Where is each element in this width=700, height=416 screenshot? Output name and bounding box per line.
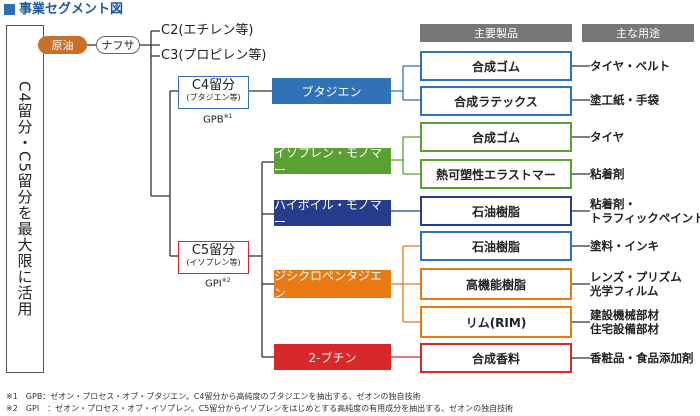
intermediate-isoprene: イソプレン・モノマー — [274, 146, 391, 177]
side-label: C4留分・C5留分を最大限に活用 — [15, 80, 34, 318]
product-synthetic-latex: 合成ラテックス — [420, 86, 572, 116]
product-synthetic-rubber-1: 合成ゴム — [420, 51, 572, 81]
fraction-c4-box: C4留分 (ブタジエン等) — [178, 76, 249, 109]
intermediate-dcpd: ジシクロペンタジエン — [274, 269, 391, 300]
intermediate-butyne: 2-ブチン — [274, 344, 391, 370]
use-adhesives-traffic-paint: 粘着剤・ トラフィックペイント — [590, 197, 700, 225]
intermediate-hipolymer: ハイポイル・モノマー — [274, 198, 391, 229]
use-construction-housing-parts: 建設機械部材 住宅設備部材 — [590, 308, 659, 336]
use-paints-inks: 塗料・インキ — [590, 239, 659, 253]
fraction-c5-box: C5留分 (イソプレン等) — [178, 241, 249, 274]
side-label-box: C4留分・C5留分を最大限に活用 — [6, 25, 44, 373]
fraction-c3: C3(プロピレン等) — [161, 48, 267, 63]
product-high-performance-resin: 高機能樹脂 — [420, 268, 572, 300]
use-adhesives: 粘着剤 — [590, 167, 625, 181]
product-synthetic-fragrance: 合成香料 — [420, 343, 572, 373]
product-synthetic-rubber-2: 合成ゴム — [420, 122, 572, 152]
fraction-c5-name: C5留分 — [191, 243, 236, 258]
gpi-label: GPI※2 — [205, 277, 231, 290]
header-products: 主要製品 — [420, 24, 572, 42]
product-petroleum-resin-2: 石油樹脂 — [420, 231, 572, 261]
page-title: 事業セグメント図 — [19, 2, 124, 17]
use-coated-paper-gloves: 塗工紙・手袋 — [590, 93, 659, 107]
intermediate-butadiene: ブタジエン — [272, 78, 391, 104]
product-thermoplastic-elastomer: 熱可塑性エラストマー — [420, 159, 572, 189]
footnote-gpb: ※1 GPB：ゼオン・プロセス・オブ・ブタジエン。C4留分から高純度のブタジエン… — [6, 392, 421, 401]
use-cosmetics-food-additives: 香粧品・食品添加剤 — [590, 351, 694, 365]
fraction-c4-name: C4留分 — [191, 78, 236, 93]
fraction-c2: C2(エチレン等) — [161, 23, 254, 38]
use-lens-prism-film: レンズ・プリズム 光学フィルム — [590, 270, 682, 298]
gpb-label: GPB※1 — [203, 113, 233, 126]
fraction-c4-sub: (ブタジエン等) — [186, 93, 241, 102]
use-tires: タイヤ — [590, 130, 625, 144]
footnote-gpi: ※2 GPI ：ゼオン・プロセス・オブ・イソプレン。C5留分からイソプレンをはじ… — [6, 404, 514, 413]
product-rim: リム(RIM) — [420, 306, 572, 338]
fraction-c5-sub: (イソプレン等) — [186, 258, 241, 267]
product-petroleum-resin-1: 石油樹脂 — [420, 196, 572, 226]
use-tires-belts: タイヤ・ベルト — [590, 59, 671, 73]
crude-oil-pill: 原油 — [38, 36, 87, 54]
title-square-icon — [4, 4, 15, 15]
header-uses: 主な用途 — [582, 24, 694, 42]
naphtha-pill: ナフサ — [96, 36, 140, 54]
